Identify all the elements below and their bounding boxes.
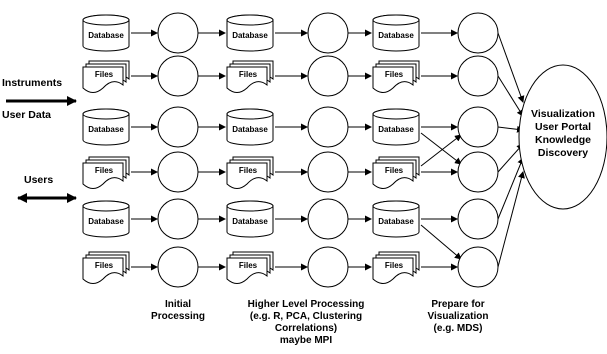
- process-circle-r5-c1: [157, 198, 199, 240]
- files-icon-r2-c3: Files: [372, 60, 420, 93]
- caption-initial: Processing: [151, 311, 205, 322]
- files-label: Files: [95, 261, 114, 270]
- file-page: [372, 162, 414, 189]
- caption-higher: maybe MPI: [280, 335, 332, 346]
- database-label: Database: [88, 31, 124, 40]
- cross-arrow: [420, 224, 462, 260]
- file-page: [226, 257, 268, 284]
- process-circle-r4-c3: [457, 151, 499, 193]
- process-circle-r5-c2: [307, 198, 349, 240]
- label-users: Users: [24, 174, 53, 186]
- caption-higher: (e.g. R, PCA, Clustering: [250, 311, 362, 322]
- files-label: Files: [385, 70, 404, 79]
- process-circle-r2-c3: [457, 55, 499, 97]
- caption-higher: Higher Level Processing: [248, 299, 365, 310]
- label-instruments: Instruments: [2, 77, 62, 89]
- to-target-arrow: [497, 143, 524, 173]
- process-circle-r3-c3: [457, 106, 499, 148]
- database-label: Database: [232, 217, 268, 226]
- database-label: Database: [378, 125, 414, 134]
- database-icon-r1-c2: Database: [226, 14, 274, 52]
- target-line: Visualization: [531, 108, 595, 120]
- database-label: Database: [378, 217, 414, 226]
- process-circle-r6-c2: [307, 246, 349, 288]
- files-icon-r4-c1: Files: [82, 156, 130, 189]
- target-line: Discovery: [538, 147, 588, 159]
- process-circle-r1-c2: [307, 12, 349, 54]
- files-icon-r6-c2: Files: [226, 251, 274, 284]
- file-page: [226, 162, 268, 189]
- target-line: Knowledge: [535, 134, 591, 146]
- file-page: [372, 257, 414, 284]
- process-circle-r5-c3: [457, 198, 499, 240]
- files-label: Files: [95, 166, 114, 175]
- caption-prepare: Prepare for: [431, 299, 484, 310]
- database-top: [372, 108, 420, 120]
- database-icon-r3-c3: Database: [372, 108, 420, 146]
- database-top: [226, 108, 274, 120]
- database-top: [372, 14, 420, 26]
- to-target-arrow: [497, 32, 525, 103]
- process-circle-r1-c1: [157, 12, 199, 54]
- files-label: Files: [385, 261, 404, 270]
- file-page: [82, 66, 124, 93]
- caption-prepare: Visualization: [428, 311, 489, 322]
- database-icon-r3-c1: Database: [82, 108, 130, 146]
- database-top: [226, 200, 274, 212]
- files-icon-r6-c1: Files: [82, 251, 130, 284]
- database-icon-r1-c1: Database: [82, 14, 130, 52]
- files-label: Files: [385, 166, 404, 175]
- database-icon-r5-c3: Database: [372, 200, 420, 238]
- process-circle-r3-c2: [307, 106, 349, 148]
- to-target-arrow: [497, 157, 524, 220]
- cross-arrow: [420, 132, 462, 165]
- target-line: User Portal: [535, 121, 591, 133]
- files-icon-r6-c3: Files: [372, 251, 420, 284]
- database-label: Database: [88, 217, 124, 226]
- process-circle-r2-c2: [307, 55, 349, 97]
- process-circle-r2-c1: [157, 55, 199, 97]
- database-icon-r5-c2: Database: [226, 200, 274, 238]
- files-icon-r4-c2: Files: [226, 156, 274, 189]
- label-user-data: User Data: [2, 109, 51, 121]
- process-circle-r6-c1: [157, 246, 199, 288]
- files-icon-r2-c1: Files: [82, 60, 130, 93]
- caption-higher: Correlations): [275, 323, 337, 334]
- file-page: [82, 162, 124, 189]
- file-page: [372, 66, 414, 93]
- caption-prepare: (e.g. MDS): [434, 323, 483, 334]
- cross-arrow: [420, 134, 462, 167]
- database-icon-r3-c2: Database: [226, 108, 274, 146]
- files-icon-r2-c2: Files: [226, 60, 274, 93]
- files-icon-r4-c3: Files: [372, 156, 420, 189]
- database-top: [82, 200, 130, 212]
- database-label: Database: [378, 31, 414, 40]
- files-label: Files: [95, 70, 114, 79]
- to-target-arrow: [497, 75, 524, 117]
- database-label: Database: [88, 125, 124, 134]
- database-top: [82, 108, 130, 120]
- files-label: Files: [239, 70, 258, 79]
- database-top: [372, 200, 420, 212]
- process-circle-r1-c3: [457, 12, 499, 54]
- database-icon-r1-c3: Database: [372, 14, 420, 52]
- process-circle-r6-c3: [457, 246, 499, 288]
- caption-initial: Initial: [165, 299, 191, 310]
- database-top: [82, 14, 130, 26]
- process-circle-r3-c1: [157, 106, 199, 148]
- database-icon-r5-c1: Database: [82, 200, 130, 238]
- to-target-arrow: [497, 171, 525, 268]
- file-page: [226, 66, 268, 93]
- files-label: Files: [239, 166, 258, 175]
- target-ellipse: [518, 64, 607, 210]
- files-label: Files: [239, 261, 258, 270]
- file-page: [82, 257, 124, 284]
- process-circle-r4-c2: [307, 151, 349, 193]
- database-label: Database: [232, 31, 268, 40]
- database-label: Database: [232, 125, 268, 134]
- process-circle-r4-c1: [157, 151, 199, 193]
- database-top: [226, 14, 274, 26]
